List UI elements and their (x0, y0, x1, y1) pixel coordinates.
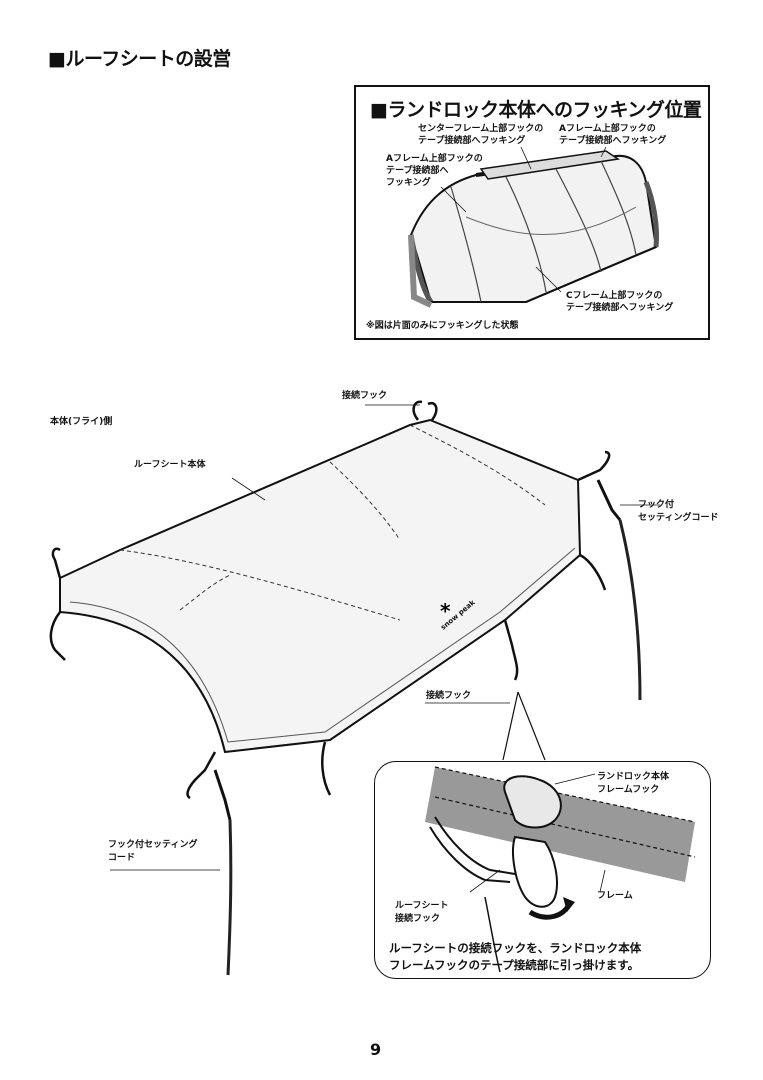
label-a-frame-right: Aフレーム上部フックの テープ接続部へフッキング (559, 124, 667, 146)
page-number: 9 (370, 1040, 382, 1059)
detail-caption: ルーフシートの接続フックを、ランドロック本体 フレームフックのテープ接続部に引っ… (389, 941, 642, 972)
label-hook-top: 接続フック (342, 391, 388, 401)
svg-text:*: * (440, 599, 451, 623)
label-body-side: 本体(フライ)側 (50, 417, 113, 427)
label-cord-left: フック付セッティング コード (108, 840, 198, 863)
label-cord-right: フック付 セッティングコード (638, 500, 719, 523)
label-a-frame-left: Aフレーム上部フックの テープ接続部へ フッキング (386, 154, 483, 188)
label-roof-hook: ルーフシート 接続フック (395, 901, 449, 924)
detail-illustration (425, 766, 696, 973)
label-hook-mid: 接続フック (426, 691, 472, 701)
label-roof-sheet: ルーフシート本体 (134, 460, 206, 470)
section-title: ■ルーフシートの設営 (48, 48, 231, 70)
label-c-frame: Cフレーム上部フックの テープ接続部へフッキング (566, 291, 674, 313)
inset-title: ■ランドロック本体へのフッキング位置 (370, 99, 702, 121)
label-center-frame: センターフレーム上部フックの テープ接続部へフッキング (418, 124, 544, 146)
detail-box: ランドロック本体 フレームフック フレーム ルーフシート 接続フック ルーフシー… (374, 761, 711, 979)
label-frame-hook: ランドロック本体 フレームフック (597, 772, 670, 795)
tent-illustration (408, 146, 659, 308)
inset-note: ※図は片面のみにフッキングした状態 (366, 321, 519, 331)
label-frame: フレーム (597, 891, 633, 901)
hooking-position-inset: ■ランドロック本体へのフッキング位置 センターフレーム上部フックの テープ接続部… (354, 85, 710, 340)
